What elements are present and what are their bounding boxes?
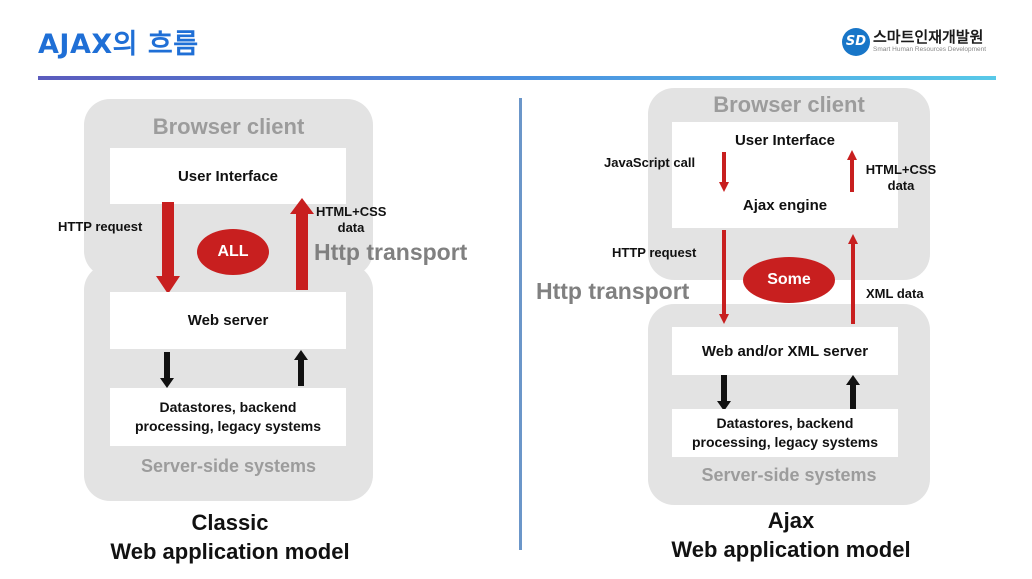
classic-web-server-box: Web server (110, 292, 346, 349)
ajax-datastores-box: Datastores, backend processing, legacy s… (672, 409, 898, 457)
logo: SD 스마트인재개발원 Smart Human Resources Develo… (842, 26, 1002, 60)
center-divider (519, 98, 522, 550)
classic-caption-line2: Web application model (110, 539, 350, 564)
ajax-down-arrow-icon (717, 375, 731, 411)
ajax-caption-line1: Ajax (767, 508, 815, 533)
ajax-up-arrow-icon (846, 375, 860, 411)
ajax-caption: Ajax Web application model (650, 506, 932, 564)
classic-datastores-box: Datastores, backend processing, legacy s… (110, 388, 346, 446)
classic-request-arrow-icon (156, 202, 180, 294)
ajax-engine-response-arrow-icon (847, 150, 857, 192)
ajax-engine-response-line2: data (887, 178, 915, 193)
ajax-js-call-label: JavaScript call (604, 155, 696, 170)
classic-user-interface-label: User Interface (177, 167, 279, 185)
ajax-engine-response-line1: HTML+CSS (865, 162, 937, 177)
ajax-user-interface-label: User Interface (734, 132, 836, 149)
classic-browser-title: Browser client (152, 114, 305, 139)
classic-response-label-line2: data (337, 220, 365, 235)
ajax-request-arrow-icon (719, 230, 729, 324)
ajax-browser-box (672, 122, 898, 228)
classic-server-title: Server-side systems (140, 456, 317, 476)
classic-response-label: HTML+CSS data (316, 204, 386, 236)
ajax-xml-label: XML data (866, 286, 924, 301)
ajax-some-badge: Some (743, 257, 835, 303)
header-rule (38, 76, 996, 80)
classic-response-label-line1: HTML+CSS (316, 204, 387, 219)
classic-all-badge: ALL (197, 229, 269, 275)
classic-web-server-label: Web server (187, 312, 269, 329)
ajax-js-call-arrow-icon (719, 152, 729, 192)
logo-subtitle: Smart Human Resources Development (873, 46, 987, 53)
ajax-datastores-line1: Datastores, backend (716, 415, 854, 431)
ajax-transport-label: Http transport (536, 278, 690, 304)
ajax-web-server-box: Web and/or XML server (672, 327, 898, 375)
ajax-engine-response-label: HTML+CSS data (860, 162, 942, 194)
ajax-datastores-line2: processing, legacy systems (692, 434, 878, 450)
ajax-caption-line2: Web application model (671, 537, 911, 562)
classic-response-arrow-icon (290, 198, 314, 290)
classic-user-interface-box: User Interface (110, 148, 346, 204)
ajax-server-title: Server-side systems (701, 465, 877, 485)
classic-transport-label: Http transport (314, 239, 468, 265)
page-title: AJAX의 흐름 (38, 29, 199, 60)
ajax-xml-arrow-icon (848, 234, 858, 324)
logo-mark-icon: SD (842, 28, 870, 56)
ajax-browser-title: Browser client (713, 92, 865, 117)
classic-datastores-line2: processing, legacy systems (135, 418, 321, 434)
ajax-web-server-label: Web and/or XML server (701, 342, 869, 360)
classic-caption-line1: Classic (191, 510, 269, 535)
logo-name: 스마트인재개발원 (873, 28, 984, 46)
classic-caption: Classic Web application model (90, 508, 370, 566)
ajax-engine-label: Ajax engine (742, 197, 828, 214)
classic-down-arrow-icon (160, 352, 174, 388)
classic-up-arrow-icon (294, 350, 308, 386)
ajax-request-label: HTTP request (612, 245, 697, 260)
classic-request-label: HTTP request (58, 219, 143, 234)
classic-datastores-line1: Datastores, backend (159, 399, 297, 415)
